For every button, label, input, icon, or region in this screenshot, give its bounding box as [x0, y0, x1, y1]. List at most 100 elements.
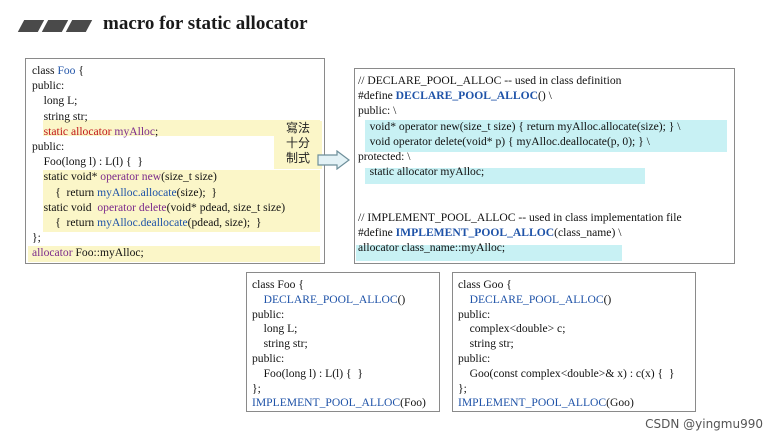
- code-line: public:: [252, 351, 284, 366]
- code-token: string str;: [252, 337, 308, 351]
- code-token: { return: [32, 216, 98, 229]
- code-line: public:: [32, 78, 64, 93]
- code-token: protected: \: [358, 150, 411, 163]
- code-token: long L;: [252, 322, 298, 336]
- note-line: 十分: [285, 136, 310, 150]
- code-line: static void* operator new(size_t size): [32, 169, 217, 184]
- code-line: { return myAlloc.allocate(size); }: [32, 185, 217, 200]
- code-line: protected: \: [358, 149, 410, 164]
- code-token: public: \: [358, 104, 397, 118]
- note-line: 寫法: [285, 121, 310, 135]
- code-token: string str;: [458, 337, 514, 351]
- code-line: void* operator new(size_t size) { return…: [358, 119, 681, 134]
- code-line: public:: [458, 307, 490, 322]
- code-token: static allocator: [43, 124, 112, 138]
- code-line: class Goo {: [458, 277, 512, 292]
- code-token: () \: [538, 89, 552, 103]
- highlight-alloc-member: [43, 120, 320, 136]
- code-token: myAlloc: [114, 124, 155, 138]
- highlight-operators: [43, 170, 320, 232]
- code-token: public:: [32, 79, 65, 93]
- code-line: allocator Foo::myAlloc;: [32, 245, 144, 260]
- code-token: string str;: [32, 109, 88, 123]
- code-token: class Foo {: [252, 278, 304, 291]
- code-token: (void* pdead, size_t size): [166, 200, 286, 214]
- code-token: DECLARE_POOL_ALLOC: [263, 292, 398, 306]
- code-token: #define: [358, 89, 396, 103]
- code-line: { return myAlloc.deallocate(pdead, size)…: [32, 215, 261, 230]
- code-token: {: [75, 64, 84, 77]
- code-token: };: [458, 381, 467, 395]
- code-line: class Foo {: [252, 277, 304, 292]
- code-token: public:: [252, 307, 285, 321]
- highlight-static-member: [365, 168, 645, 184]
- code-token: Foo: [57, 64, 76, 77]
- code-token: operator delete: [97, 200, 167, 214]
- code-line: public:: [458, 351, 490, 366]
- note-box: 寫法 十分 制式: [274, 121, 322, 169]
- highlight-implement-body: [356, 245, 622, 261]
- highlight-declare-body: [365, 120, 727, 152]
- code-token: myAlloc.deallocate: [97, 216, 188, 229]
- code-token: { return: [32, 185, 98, 199]
- code-line: DECLARE_POOL_ALLOC(): [458, 292, 612, 307]
- code-token: void* operator new(size_t size) { return…: [358, 119, 681, 133]
- code-line: complex<double> c;: [458, 321, 566, 336]
- code-line: void operator delete(void* p) { myAlloc.…: [358, 134, 650, 149]
- right-arrow-icon: [317, 150, 350, 170]
- code-line: string str;: [32, 109, 88, 124]
- code-line: long L;: [32, 93, 78, 108]
- code-token: (class_name) \: [554, 226, 622, 239]
- code-box-macros: // DECLARE_POOL_ALLOC -- used in class d…: [354, 68, 735, 264]
- code-line: static void operator delete(void* pdead,…: [32, 200, 285, 215]
- code-line: class Foo {: [32, 63, 84, 78]
- code-token: DECLARE_POOL_ALLOC: [395, 89, 539, 103]
- code-line: Foo(long l) : L(l) { }: [252, 366, 363, 381]
- code-token: // IMPLEMENT_POOL_ALLOC -- used in class…: [358, 210, 682, 224]
- code-token: [252, 293, 264, 306]
- code-line: string str;: [458, 336, 514, 351]
- code-token: void operator delete(void* p) { myAlloc.…: [358, 134, 650, 148]
- code-token: operator new: [100, 170, 162, 184]
- code-token: allocator class_name::myAlloc;: [358, 241, 506, 255]
- title-bars-icon: [17, 20, 93, 34]
- watermark: CSDN @yingmu990: [645, 417, 763, 431]
- code-line: long L;: [252, 321, 298, 336]
- code-token: Foo::myAlloc;: [72, 246, 144, 260]
- code-token: public:: [252, 352, 285, 365]
- code-line: IMPLEMENT_POOL_ALLOC(Foo): [252, 395, 426, 410]
- code-token: myAlloc.allocate: [97, 185, 177, 199]
- page-title: macro for static allocator: [103, 13, 308, 34]
- code-line: Foo(long l) : L(l) { }: [32, 154, 143, 169]
- highlight-alloc-def: [28, 246, 320, 262]
- code-token: public:: [32, 140, 65, 153]
- code-token: long L;: [32, 94, 78, 108]
- code-line: // DECLARE_POOL_ALLOC -- used in class d…: [358, 73, 621, 88]
- code-line: public:: [252, 307, 284, 322]
- note-line: 制式: [285, 151, 310, 165]
- code-line: DECLARE_POOL_ALLOC(): [252, 292, 406, 307]
- code-token: [458, 293, 470, 306]
- code-line: #define DECLARE_POOL_ALLOC() \: [358, 88, 552, 103]
- code-token: static allocator myAlloc;: [358, 165, 485, 179]
- code-line: allocator class_name::myAlloc;: [358, 240, 505, 255]
- code-token: public:: [458, 307, 491, 321]
- code-line: public:: [32, 139, 64, 154]
- code-token: // DECLARE_POOL_ALLOC -- used in class d…: [358, 74, 622, 87]
- code-line: #define IMPLEMENT_POOL_ALLOC(class_name)…: [358, 225, 621, 240]
- code-token: allocator: [32, 246, 73, 260]
- code-box-goo-macro: class Goo { DECLARE_POOL_ALLOC()public: …: [452, 272, 696, 412]
- code-line: static allocator myAlloc;: [358, 164, 485, 179]
- code-token: };: [32, 231, 41, 245]
- code-token: static void: [32, 200, 98, 214]
- code-line: // IMPLEMENT_POOL_ALLOC -- used in class…: [358, 210, 682, 225]
- code-line: static allocator myAlloc;: [32, 124, 159, 139]
- code-token: (): [603, 292, 612, 306]
- code-token: Foo(long l) : L(l) { }: [252, 366, 363, 380]
- code-token: complex<double> c;: [458, 322, 566, 336]
- code-token: class Goo {: [458, 278, 512, 291]
- code-token: IMPLEMENT_POOL_ALLOC: [252, 396, 401, 410]
- code-token: (Goo): [606, 396, 634, 410]
- code-token: IMPLEMENT_POOL_ALLOC: [458, 396, 607, 410]
- code-line: };: [32, 230, 41, 245]
